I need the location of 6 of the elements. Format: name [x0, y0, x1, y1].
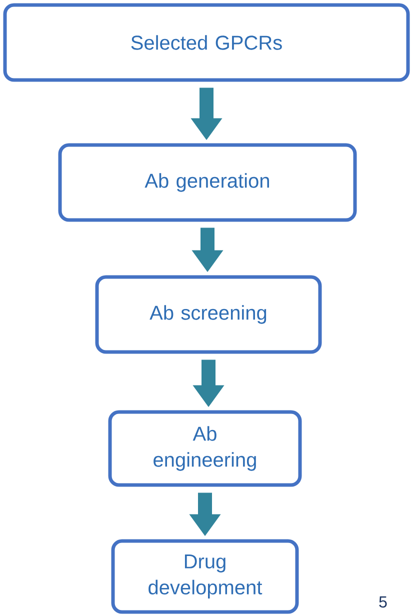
process-box: Ab generation	[58, 143, 357, 222]
process-box: Drug development	[111, 539, 299, 614]
page-number: 5	[379, 596, 387, 608]
process-box: Ab screening	[95, 275, 322, 354]
process-box: Ab engineering	[108, 410, 302, 487]
process-box: Selected GPCRs	[3, 3, 410, 82]
